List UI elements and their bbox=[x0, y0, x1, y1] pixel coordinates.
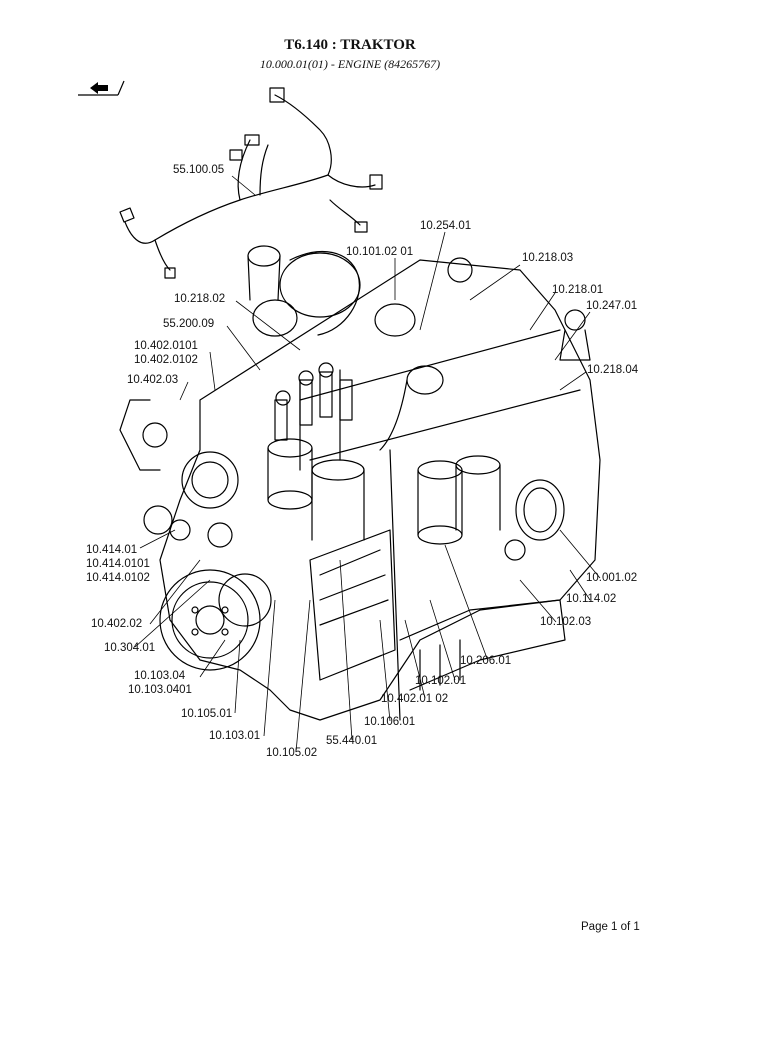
callout-label[interactable]: 10.105.02 bbox=[266, 747, 318, 759]
callout-label[interactable]: 10.103.01 bbox=[209, 730, 261, 742]
callout-label[interactable]: 10.402.02 bbox=[91, 618, 143, 630]
callout-label[interactable]: 10.218.02 bbox=[174, 293, 226, 305]
callout-label[interactable]: 10.102.01 bbox=[415, 675, 467, 687]
callout-label[interactable]: 10.206.01 bbox=[460, 655, 512, 667]
callout-label[interactable]: 10.218.04 bbox=[587, 364, 639, 376]
callout-label[interactable]: 10.101.02 01 bbox=[346, 246, 414, 258]
callout-label[interactable]: 55.100.05 bbox=[173, 164, 225, 176]
callout-label[interactable]: 10.103.0401 bbox=[128, 684, 192, 696]
return-arrow-icon[interactable] bbox=[78, 76, 126, 98]
callout-label[interactable]: 10.254.01 bbox=[420, 220, 472, 232]
callout-label[interactable]: 55.440.01 bbox=[326, 735, 378, 747]
callout-label[interactable]: 10.414.0102 bbox=[86, 572, 150, 584]
callout-label[interactable]: 10.414.01 bbox=[86, 544, 138, 556]
callout-label[interactable]: 10.103.04 bbox=[134, 670, 186, 682]
page-indicator: Page 1 of 1 bbox=[581, 921, 640, 933]
callout-label[interactable]: 10.218.03 bbox=[522, 252, 574, 264]
callout-label[interactable]: 10.402.03 bbox=[127, 374, 179, 386]
callout-label[interactable]: 10.402.01 02 bbox=[381, 693, 449, 705]
callout-label[interactable]: 10.414.0101 bbox=[86, 558, 150, 570]
callout-label[interactable]: 10.114.02 bbox=[566, 593, 617, 605]
callout-label[interactable]: 10.402.0102 bbox=[134, 354, 198, 366]
callout-label[interactable]: 10.247.01 bbox=[586, 300, 638, 312]
callout-label[interactable]: 10.304.01 bbox=[104, 642, 156, 654]
callout-label[interactable]: 10.218.01 bbox=[552, 284, 604, 296]
callout-label[interactable]: 10.402.0101 bbox=[134, 340, 198, 352]
callout-label[interactable]: 10.106.01 bbox=[364, 716, 416, 728]
callout-label[interactable]: 10.105.01 bbox=[181, 708, 233, 720]
page-subtitle: 10.000.01(01) - ENGINE (84265767) bbox=[259, 57, 441, 71]
page-title: T6.140 : TRAKTOR bbox=[284, 37, 416, 53]
callout-label[interactable]: 10.001.02 bbox=[586, 572, 638, 584]
callout-label[interactable]: 10.102.03 bbox=[540, 616, 592, 628]
callout-label[interactable]: 55.200.09 bbox=[163, 318, 215, 330]
